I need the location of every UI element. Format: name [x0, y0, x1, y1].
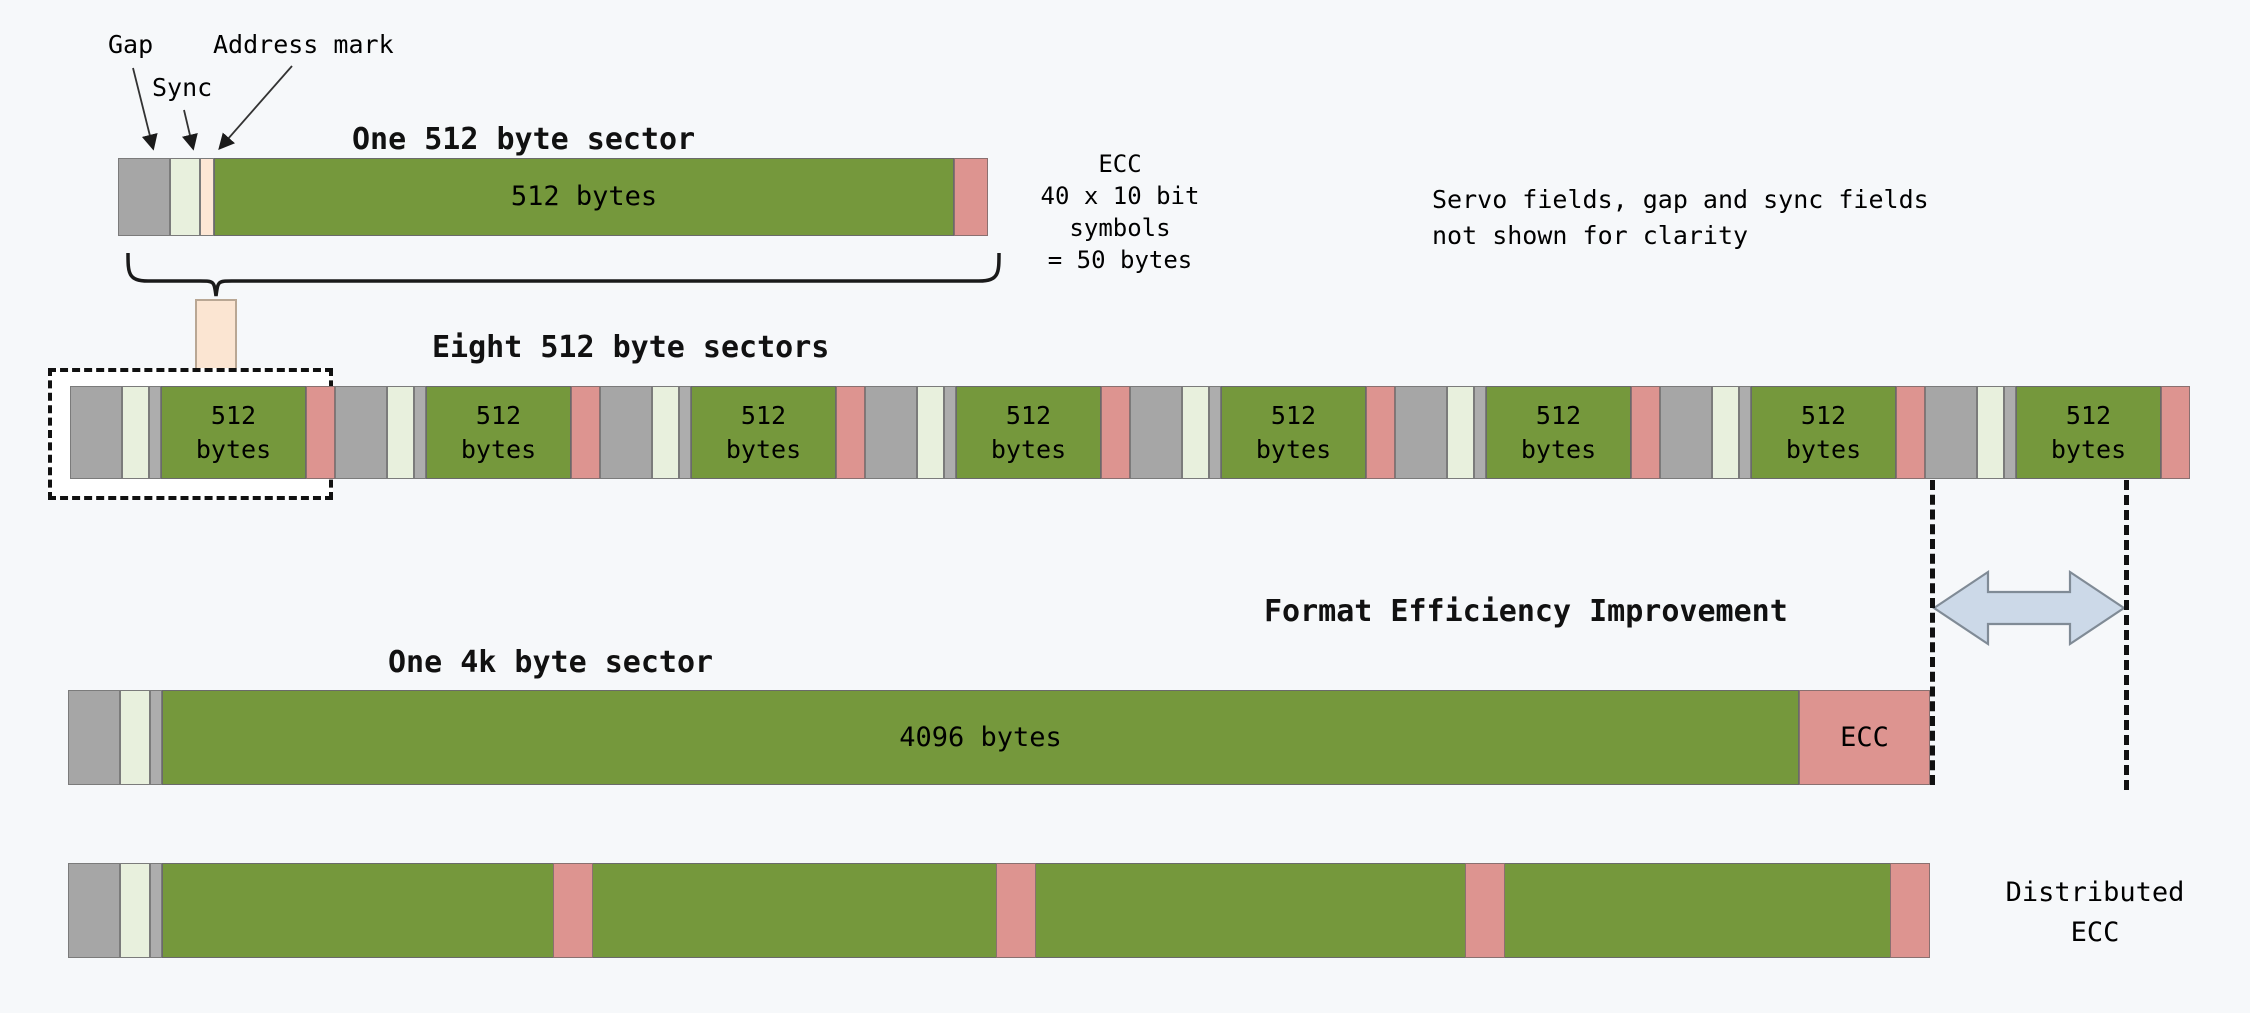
field-sync	[122, 386, 149, 479]
field-sync	[1712, 386, 1739, 479]
field-ecc-label: ECC	[1840, 721, 1889, 753]
guide-line-left	[1930, 480, 1935, 785]
field-data: 512 bytes	[2016, 386, 2161, 479]
field-data-label: 512 bytes	[2050, 400, 2127, 464]
field-ecc	[306, 386, 335, 479]
field-data-label: 512 bytes	[1255, 400, 1332, 464]
field-sync	[170, 158, 200, 236]
field-gap	[70, 386, 122, 479]
field-data: 512 bytes	[1221, 386, 1366, 479]
field-sync	[387, 386, 414, 479]
format-efficiency-label: Format Efficiency Improvement	[1264, 594, 1788, 629]
row-title-eight-512-sectors: Eight 512 byte sectors	[432, 330, 830, 365]
field-gap	[68, 690, 120, 785]
distributed-ecc-label: Distributed ECC	[2005, 877, 2185, 948]
field-address-mark	[1209, 386, 1221, 479]
field-ecc	[1631, 386, 1660, 479]
leader-line-gap	[132, 67, 158, 151]
field-data: 512 bytes	[1486, 386, 1631, 479]
callout-label-address-mark: Address mark	[213, 30, 394, 59]
servo-note-text: Servo fields, gap and sync fields not sh…	[1432, 185, 1929, 250]
field-data: 4096 bytes	[162, 690, 1799, 785]
field-address-mark	[414, 386, 426, 479]
field-data: 512 bytes	[691, 386, 836, 479]
field-data-label: 512 bytes	[1785, 400, 1862, 464]
callout-label-gap: Gap	[108, 30, 154, 59]
field-data-label: 512 bytes	[195, 400, 272, 464]
servo-note: Servo fields, gap and sync fields not sh…	[1432, 182, 1929, 254]
leader-line-sync	[182, 109, 198, 151]
field-gap	[865, 386, 917, 479]
field-ecc-stripe	[553, 863, 593, 958]
field-sync	[1447, 386, 1474, 479]
leader-line-address-mark	[218, 65, 293, 151]
field-address-mark	[2004, 386, 2016, 479]
field-ecc	[1101, 386, 1130, 479]
field-data: 512 bytes	[956, 386, 1101, 479]
field-sync	[120, 690, 150, 785]
field-ecc-stripe	[1890, 863, 1930, 958]
field-data-label: 512 bytes	[460, 400, 537, 464]
field-ecc	[2161, 386, 2190, 479]
field-gap	[600, 386, 652, 479]
field-ecc	[1896, 386, 1925, 479]
field-data: 512 bytes	[161, 386, 306, 479]
field-data	[162, 863, 1930, 958]
field-sync	[652, 386, 679, 479]
field-gap	[1395, 386, 1447, 479]
field-address-mark	[200, 158, 214, 236]
field-address-mark	[1474, 386, 1486, 479]
field-data-label: 512 bytes	[990, 400, 1067, 464]
field-sync	[917, 386, 944, 479]
ecc-caption: ECC 40 x 10 bit symbols = 50 bytes	[1040, 150, 1200, 274]
row-title-one-512-sector: One 512 byte sector	[352, 122, 696, 157]
field-data-label: 512 bytes	[1520, 400, 1597, 464]
field-data-label: 4096 bytes	[899, 721, 1062, 753]
field-address-mark	[150, 690, 162, 785]
field-address-mark	[150, 863, 162, 958]
field-ecc-stripe	[996, 863, 1036, 958]
field-gap	[1925, 386, 1977, 479]
field-sync	[120, 863, 150, 958]
field-data-label: 512 bytes	[725, 400, 802, 464]
field-ecc	[571, 386, 600, 479]
field-address-mark	[149, 386, 161, 479]
field-data-label: 512 bytes	[510, 181, 658, 212]
field-address-mark	[1739, 386, 1751, 479]
field-data: 512 bytes	[214, 158, 954, 236]
row-title-one-4k-sector: One 4k byte sector	[388, 645, 714, 680]
field-gap	[1130, 386, 1182, 479]
field-ecc-stripe	[1465, 863, 1505, 958]
field-gap	[335, 386, 387, 479]
curly-brace	[126, 252, 1001, 297]
field-sync	[1977, 386, 2004, 479]
field-ecc: ECC	[1799, 690, 1930, 785]
field-data: 512 bytes	[426, 386, 571, 479]
field-address-mark	[679, 386, 691, 479]
field-address-mark	[944, 386, 956, 479]
field-gap	[68, 863, 120, 958]
field-gap	[1660, 386, 1712, 479]
field-gap	[118, 158, 170, 236]
callout-label-sync: Sync	[152, 73, 213, 102]
guide-line-right	[2124, 480, 2129, 790]
double-headed-arrow-icon	[1932, 569, 2126, 647]
field-ecc	[954, 158, 988, 236]
field-ecc	[1366, 386, 1395, 479]
field-data: 512 bytes	[1751, 386, 1896, 479]
field-ecc	[836, 386, 865, 479]
field-sync	[1182, 386, 1209, 479]
